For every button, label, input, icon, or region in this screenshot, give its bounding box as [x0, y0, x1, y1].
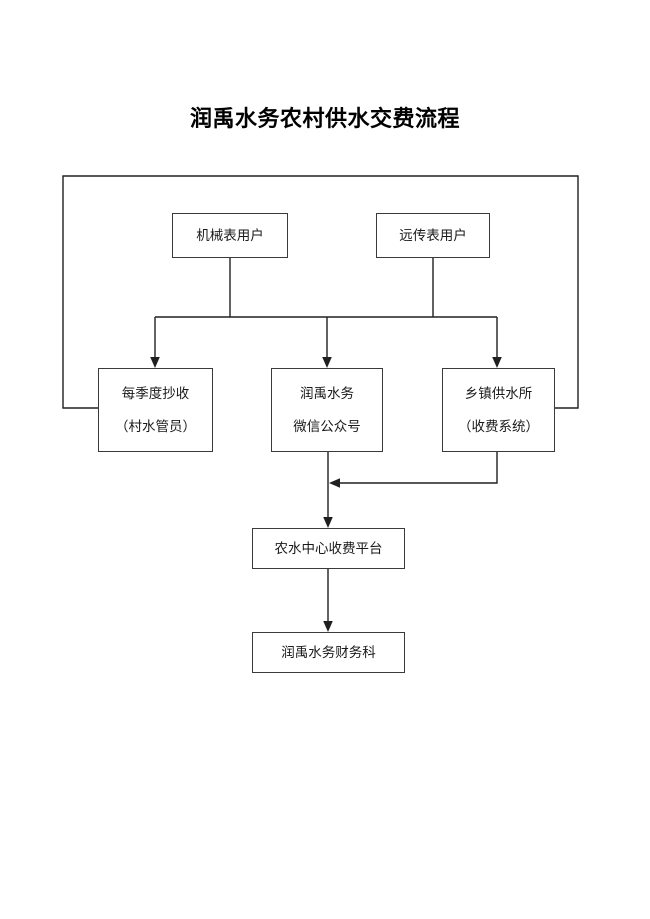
node-label-line-1: 远传表用户	[399, 227, 467, 244]
arrowhead-into-wechat-official-account	[322, 357, 332, 368]
edge-township-station-to-platform	[340, 452, 498, 484]
node-quarterly-meter-reading[interactable]: 每季度抄收 （村水管员）	[98, 368, 213, 452]
node-label-line-1: 润禹水务	[300, 385, 354, 402]
arrowhead-into-platform	[323, 517, 333, 528]
arrowhead-merge-into-platform-stem	[329, 478, 340, 488]
node-mechanical-meter-user[interactable]: 机械表用户	[172, 213, 288, 258]
node-label-line-2: 微信公众号	[293, 418, 361, 435]
node-label-line-1: 每季度抄收	[121, 385, 190, 402]
node-label-line-1: 机械表用户	[196, 227, 264, 244]
node-label-line-1: 乡镇供水所	[464, 385, 533, 402]
node-label-line-1: 农水中心收费平台	[274, 540, 383, 557]
arrowhead-into-township-station-top	[492, 357, 502, 368]
node-label-line-2: （收费系统）	[458, 418, 539, 435]
page-title: 润禹水务农村供水交费流程	[189, 106, 460, 132]
node-finance-department[interactable]: 润禹水务财务科	[252, 632, 405, 673]
arrowhead-into-finance-department	[323, 621, 333, 632]
node-township-water-supply-station[interactable]: 乡镇供水所 （收费系统）	[442, 368, 555, 452]
node-label-line-2: （村水管员）	[115, 418, 196, 435]
node-remote-meter-user[interactable]: 远传表用户	[376, 213, 490, 258]
node-wechat-official-account[interactable]: 润禹水务 微信公众号	[271, 368, 383, 452]
node-label-line-1: 润禹水务财务科	[281, 644, 376, 661]
node-rural-water-center-platform[interactable]: 农水中心收费平台	[252, 528, 405, 569]
arrowhead-into-quarterly-meter-reading	[150, 357, 160, 368]
